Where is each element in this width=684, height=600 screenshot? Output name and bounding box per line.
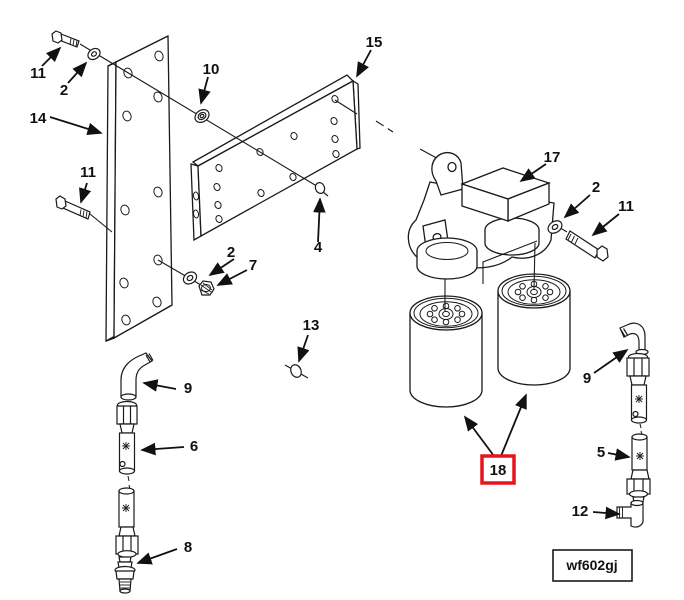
spacer-plate-15 (190, 74, 361, 242)
mounting-plate-14 (105, 34, 173, 342)
part-callout: 2 (60, 82, 68, 99)
leader-arrow (356, 49, 372, 78)
part-callout: 13 (303, 317, 320, 334)
washer-2-top-left (87, 47, 101, 61)
plug-4 (314, 182, 329, 197)
part-callout: 14 (30, 110, 47, 127)
leader-arrow (519, 163, 547, 183)
part-callout: 17 (544, 149, 561, 166)
part-callout: 7 (249, 257, 257, 274)
leader-arrow (591, 213, 620, 237)
fuel-filter-right-18 (497, 273, 571, 386)
part-callout: 11 (30, 65, 46, 82)
projection-line (334, 99, 358, 115)
washer-2-right (547, 220, 563, 234)
assembly-center-lines (444, 242, 536, 311)
fitting-8 (114, 556, 136, 594)
leader-arrow (136, 548, 178, 565)
leader-arrow (49, 116, 103, 135)
part-callout: 6 (190, 438, 198, 455)
part-callout: 9 (184, 380, 192, 397)
projection-line (375, 120, 394, 133)
fuel-filter-left-18 (409, 295, 483, 408)
elbow-fitting-9-left (120, 352, 154, 401)
part-callout: 5 (597, 444, 605, 461)
callout-labels: 11 2 14 10 15 11 2 7 4 13 17 2 11 9 6 8 … (30, 34, 634, 556)
leader-arrow (41, 46, 62, 67)
leader-arrow (607, 448, 631, 461)
leader-arrow (563, 194, 591, 219)
leader-arrow (142, 379, 177, 392)
part-callout: 15 (366, 34, 383, 51)
leader-arrow (140, 442, 185, 456)
highlighted-callout-label: 18 (490, 462, 507, 479)
part-callout: 11 (80, 164, 96, 181)
part-callout: 10 (203, 61, 220, 78)
bolt-11-mid-left (55, 195, 91, 220)
leader-arrow (79, 182, 92, 204)
part-callout: 2 (227, 244, 235, 261)
leader-arrow (500, 393, 527, 457)
projection-line (89, 213, 113, 233)
part-callout: 4 (314, 239, 323, 256)
locknut-7 (198, 280, 215, 296)
leader-arrow (313, 197, 326, 243)
part-callout: 11 (618, 198, 634, 215)
part-callout: 2 (592, 179, 600, 196)
leader-arrow (592, 506, 621, 520)
leader-arrow (463, 415, 495, 457)
bolt-11-right (565, 230, 609, 262)
washer-2-mid (182, 271, 198, 285)
leader-arrow (297, 334, 310, 363)
spacer-10 (194, 108, 210, 124)
part-callout: 8 (184, 539, 192, 556)
leader-arrow (593, 348, 629, 374)
leader-arrow (208, 258, 235, 276)
part-callout: 9 (583, 370, 591, 387)
plug-13 (290, 364, 302, 378)
leader-arrow (67, 61, 88, 84)
leader-arrow (198, 76, 211, 105)
highlighted-callout-18[interactable]: 18 (480, 454, 516, 485)
hose-assembly-5 (626, 352, 651, 503)
figure-code-label: wf602gj (565, 557, 617, 573)
elbow-fitting-9-right (619, 322, 649, 356)
elbow-fitting-12 (616, 499, 644, 528)
part-callout: 12 (572, 503, 589, 520)
hose-assembly-6 (115, 400, 139, 558)
leader-arrow (216, 269, 248, 286)
leader-arrows (41, 46, 631, 565)
filter-head-17 (407, 151, 555, 284)
figure-code-box: wf602gj (552, 549, 633, 582)
bolt-11-top-left (51, 30, 80, 48)
